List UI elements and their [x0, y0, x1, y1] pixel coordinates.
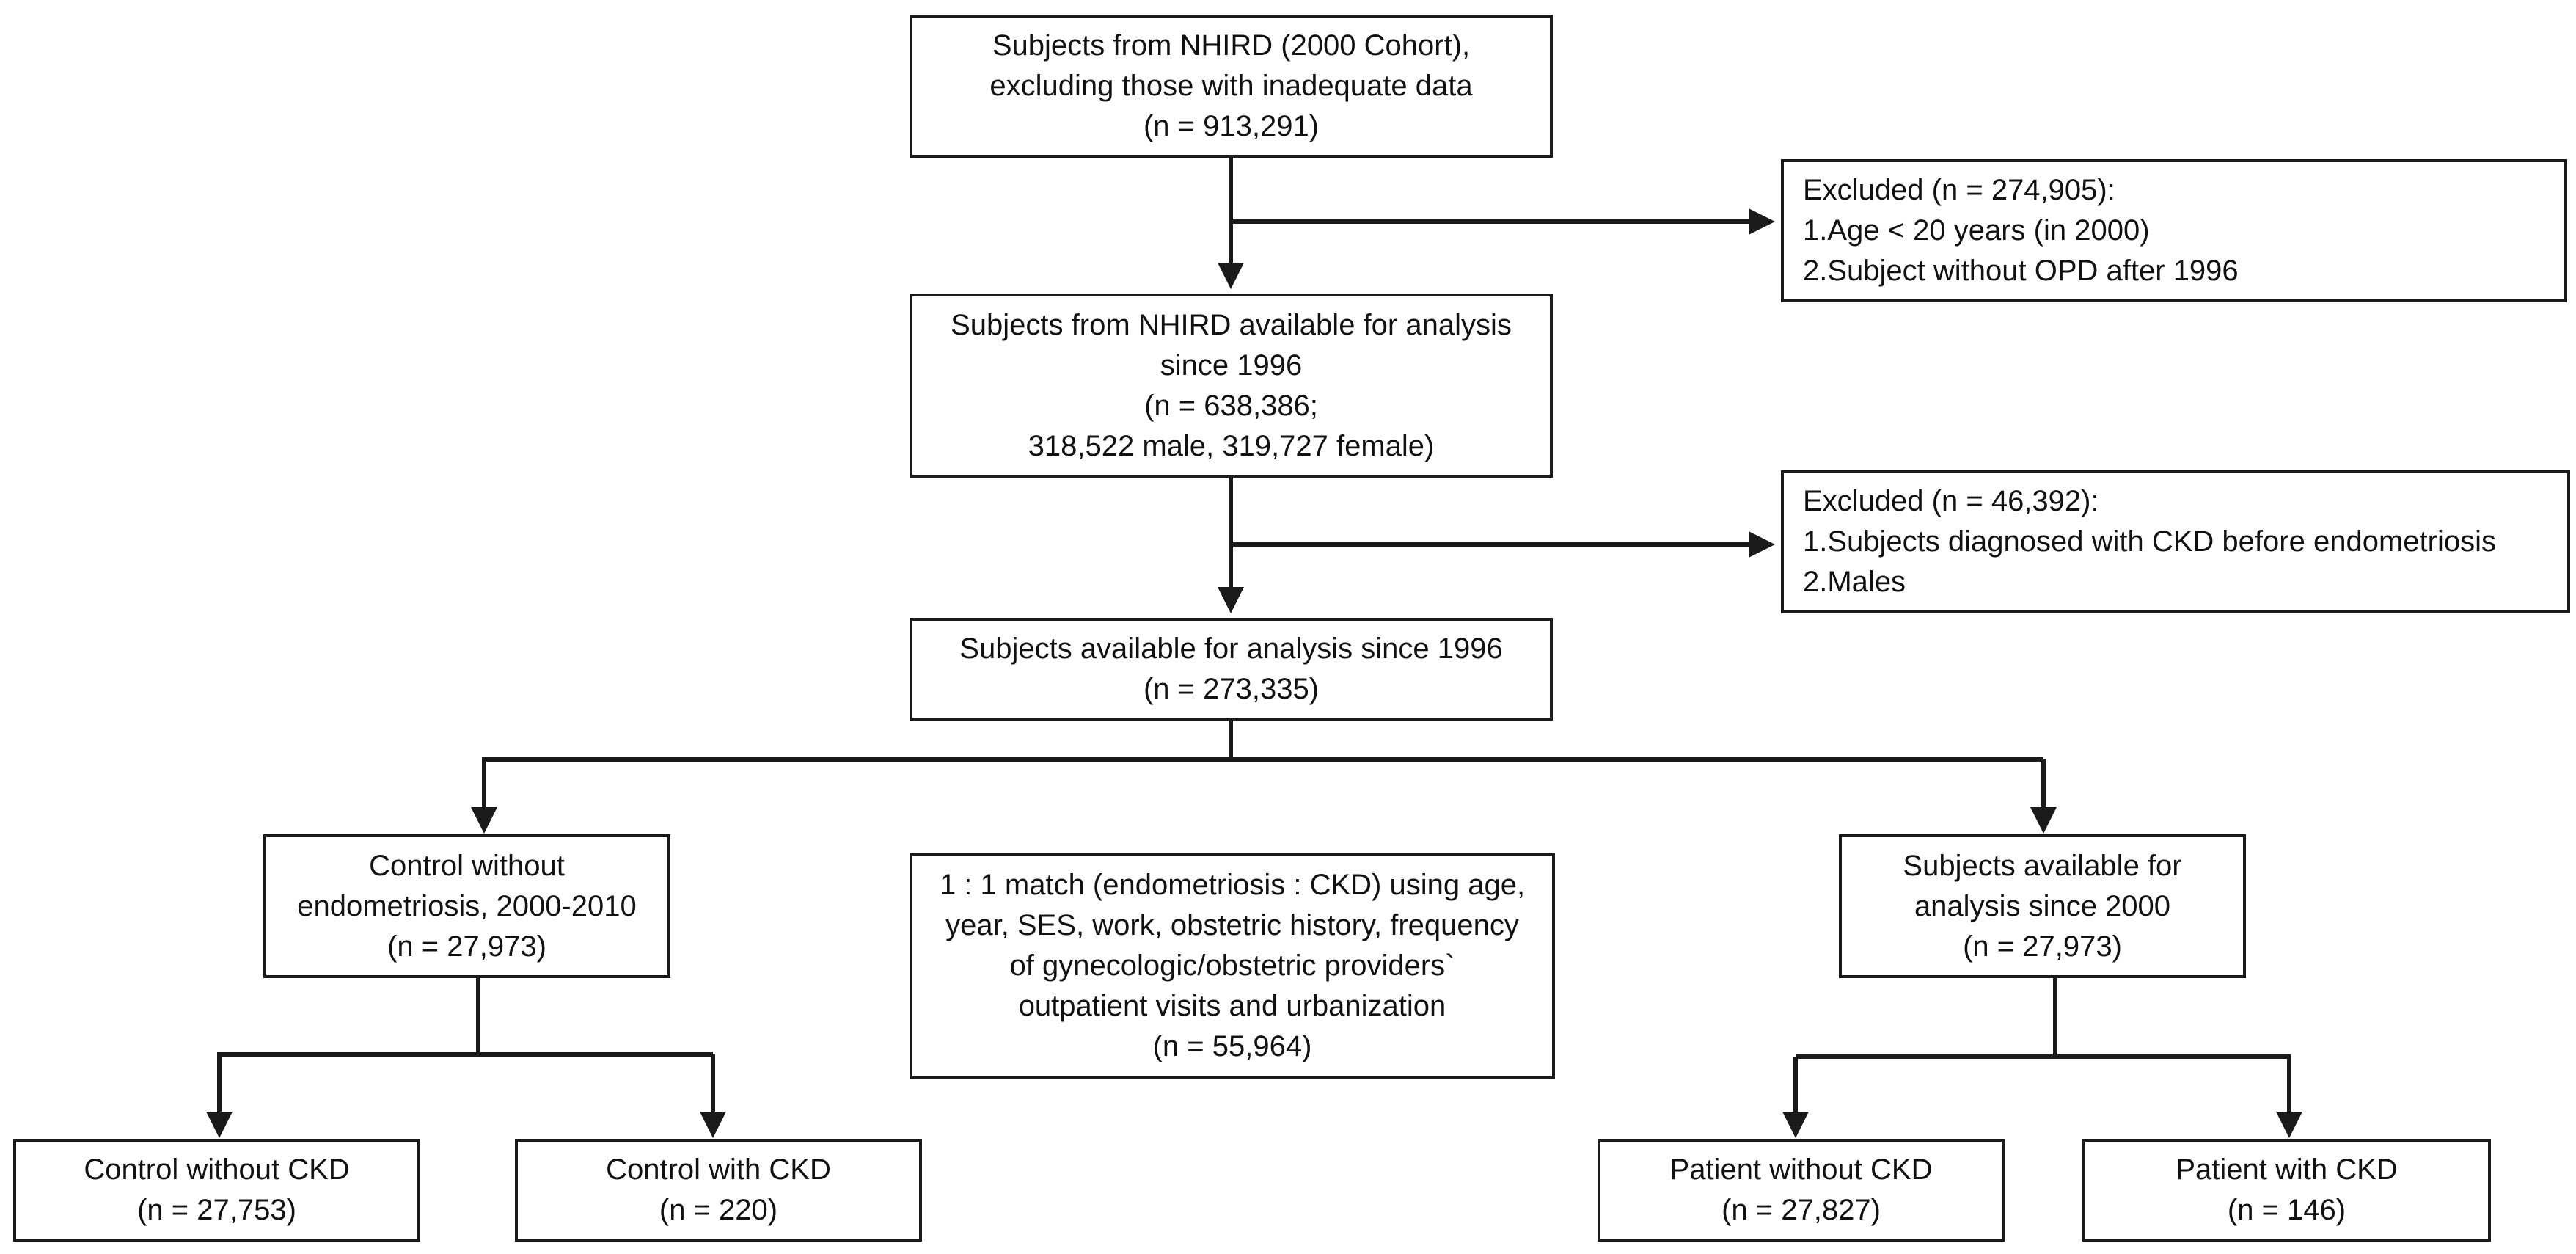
excluded-2-line-2: 1.Subjects diagnosed with CKD before end…	[1803, 525, 2496, 558]
control-ckd-line-2: (n = 220)	[659, 1194, 778, 1226]
control-line-2: endometriosis, 2000-2010	[297, 889, 637, 922]
available-1996-line-3: (n = 638,386;	[1144, 389, 1318, 422]
cohort-line-2: excluding those with inadequate data	[989, 70, 1473, 102]
excluded-1-line-1: Excluded (n = 274,905):	[1803, 174, 2115, 206]
match-line-5: (n = 55,964)	[1152, 1030, 1312, 1062]
cohort-line-1: Subjects from NHIRD (2000 Cohort),	[992, 29, 1471, 62]
control-no-ckd-line-1: Control without CKD	[84, 1153, 350, 1186]
analysis-1996-box: Subjects available for analysis since 19…	[910, 618, 1553, 721]
analysis-1996-line-2: (n = 273,335)	[1143, 673, 1320, 705]
excluded-2-box: Excluded (n = 46,392): 1.Subjects diagno…	[1781, 470, 2570, 613]
analysis-2000-line-2: analysis since 2000	[1914, 889, 2171, 922]
available-1996-box: Subjects from NHIRD available for analys…	[910, 294, 1553, 478]
control-ckd-line-1: Control with CKD	[606, 1153, 831, 1186]
patient-ckd-line-2: (n = 146)	[2227, 1194, 2346, 1226]
patient-ckd-box: Patient with CKD (n = 146)	[2082, 1139, 2491, 1242]
control-line-3: (n = 27,973)	[387, 930, 546, 963]
control-no-ckd-box: Control without CKD (n = 27,753)	[13, 1139, 420, 1242]
match-line-2: year, SES, work, obstetric history, freq…	[945, 909, 1519, 941]
match-line-3: of gynecologic/obstetric providers`	[1009, 949, 1455, 982]
analysis-2000-box: Subjects available for analysis since 20…	[1839, 834, 2246, 978]
patient-no-ckd-box: Patient without CKD (n = 27,827)	[1598, 1139, 2005, 1242]
available-1996-line-1: Subjects from NHIRD available for analys…	[951, 308, 1512, 341]
patient-no-ckd-line-1: Patient without CKD	[1669, 1153, 1933, 1186]
control-no-ckd-line-2: (n = 27,753)	[137, 1194, 296, 1226]
match-box: 1 : 1 match (endometriosis : CKD) using …	[910, 853, 1555, 1079]
patient-no-ckd-line-2: (n = 27,827)	[1721, 1194, 1881, 1226]
excluded-2-line-1: Excluded (n = 46,392):	[1803, 485, 2099, 517]
analysis-1996-line-1: Subjects available for analysis since 19…	[959, 633, 1503, 665]
control-box: Control without endometriosis, 2000-2010…	[263, 834, 670, 978]
match-line-1: 1 : 1 match (endometriosis : CKD) using …	[939, 869, 1526, 901]
cohort-box: Subjects from NHIRD (2000 Cohort), exclu…	[910, 15, 1553, 158]
analysis-2000-line-1: Subjects available for	[1903, 849, 2182, 882]
available-1996-line-4: 318,522 male, 319,727 female)	[1028, 429, 1435, 462]
match-line-4: outpatient visits and urbanization	[1018, 990, 1446, 1022]
cohort-line-3: (n = 913,291)	[1143, 110, 1320, 142]
excluded-1-box: Excluded (n = 274,905): 1.Age < 20 years…	[1781, 159, 2567, 302]
analysis-2000-line-3: (n = 27,973)	[1963, 930, 2122, 963]
available-1996-line-2: since 1996	[1160, 349, 1303, 382]
excluded-1-line-2: 1.Age < 20 years (in 2000)	[1803, 214, 2150, 247]
excluded-2-line-3: 2.Males	[1803, 566, 1906, 598]
control-line-1: Control without	[369, 849, 565, 882]
excluded-1-line-3: 2.Subject without OPD after 1996	[1803, 255, 2239, 287]
patient-ckd-line-1: Patient with CKD	[2176, 1153, 2398, 1186]
control-ckd-box: Control with CKD (n = 220)	[515, 1139, 922, 1242]
